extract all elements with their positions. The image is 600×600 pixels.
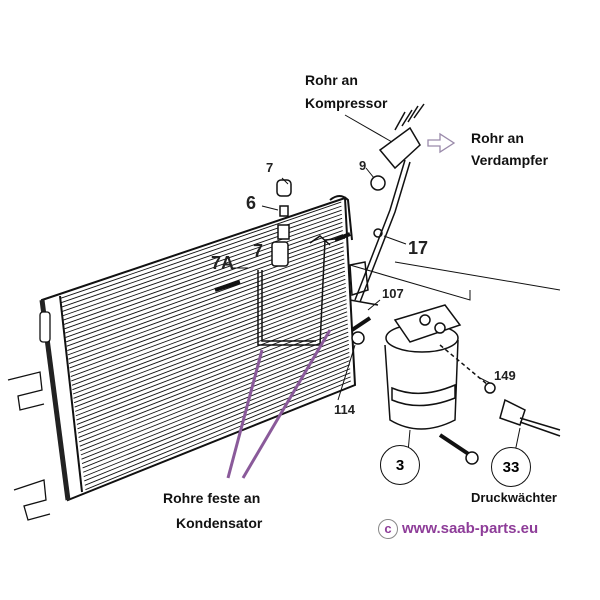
condenser-fin	[70, 270, 346, 373]
arrow-to-evaporator-icon	[427, 132, 456, 154]
condenser-fin	[73, 295, 347, 399]
condenser-fin	[80, 347, 350, 456]
condenser-fin	[67, 250, 344, 351]
part-number-7a: 7A	[211, 253, 235, 273]
condenser-fin	[75, 307, 348, 412]
condenser-fin	[66, 246, 344, 347]
condenser-fin	[72, 291, 347, 395]
condenser-fin	[60, 201, 342, 299]
label-compressor-pipe-2: Kompressor	[305, 95, 388, 111]
condenser-fin	[84, 372, 351, 482]
part-number-149: 149	[494, 368, 516, 383]
part-callout-3: 3	[380, 445, 420, 485]
condenser-fin	[82, 360, 350, 469]
condenser-fin	[69, 266, 345, 369]
condenser-fin	[76, 315, 348, 421]
condenser-fin	[80, 343, 349, 451]
condenser-fin	[64, 230, 343, 330]
copyright-icon: c	[378, 519, 398, 539]
condenser-fin	[64, 234, 344, 334]
condenser-fin	[85, 380, 351, 491]
condenser-fin	[63, 226, 343, 325]
condenser	[7, 195, 357, 521]
condenser-fin	[66, 242, 344, 343]
condenser-fin	[71, 282, 346, 386]
label-condenser-pipes-1: Rohre feste an	[163, 490, 261, 506]
condenser-fin	[83, 364, 351, 473]
condenser-fin	[78, 331, 349, 438]
drier-cylinder	[349, 261, 561, 465]
condenser-fin	[75, 311, 348, 417]
condenser-fin	[70, 274, 346, 378]
label-evaporator-pipe-2: Verdampfer	[471, 152, 549, 168]
condenser-fin	[65, 238, 344, 338]
condenser-fin	[84, 376, 351, 486]
condenser-fin	[63, 221, 343, 321]
condenser-pipes	[214, 103, 425, 346]
label-evaporator-pipe-1: Rohr an	[471, 130, 524, 146]
condenser-fin	[72, 287, 346, 391]
condenser-fin	[68, 262, 345, 364]
purple-pointers	[226, 329, 332, 479]
part-number-6: 6	[246, 193, 257, 213]
part-number-114: 114	[334, 402, 355, 417]
condenser-fin	[73, 299, 347, 404]
condenser-fin	[60, 205, 342, 304]
condenser-fin	[79, 335, 349, 443]
condenser-fin	[71, 278, 346, 382]
condenser-fin	[61, 209, 342, 308]
part-number-7-top: 7	[266, 160, 274, 175]
condenser-fin	[76, 319, 348, 425]
part-number-17: 17	[408, 238, 429, 258]
label-condenser-pipes-2: Kondensator	[176, 515, 263, 531]
leader-lines	[232, 114, 521, 453]
copyright-url: www.saab-parts.eu	[402, 520, 539, 537]
part-number-9: 9	[359, 158, 367, 173]
part-callout-33: 33	[491, 447, 531, 487]
condenser-fin	[62, 217, 343, 317]
condenser-fin	[68, 258, 345, 360]
label-compressor-pipe-1: Rohr an	[305, 72, 358, 88]
condenser-fin	[74, 303, 347, 408]
label-pressure-switch: Druckwächter	[471, 490, 557, 505]
condenser-fin	[83, 368, 351, 478]
condenser-fin	[67, 254, 345, 356]
part-number-7-mid: 7	[253, 241, 264, 261]
condenser-fin	[62, 213, 343, 312]
part-number-107: 107	[382, 286, 404, 301]
condenser-fin	[79, 339, 349, 447]
